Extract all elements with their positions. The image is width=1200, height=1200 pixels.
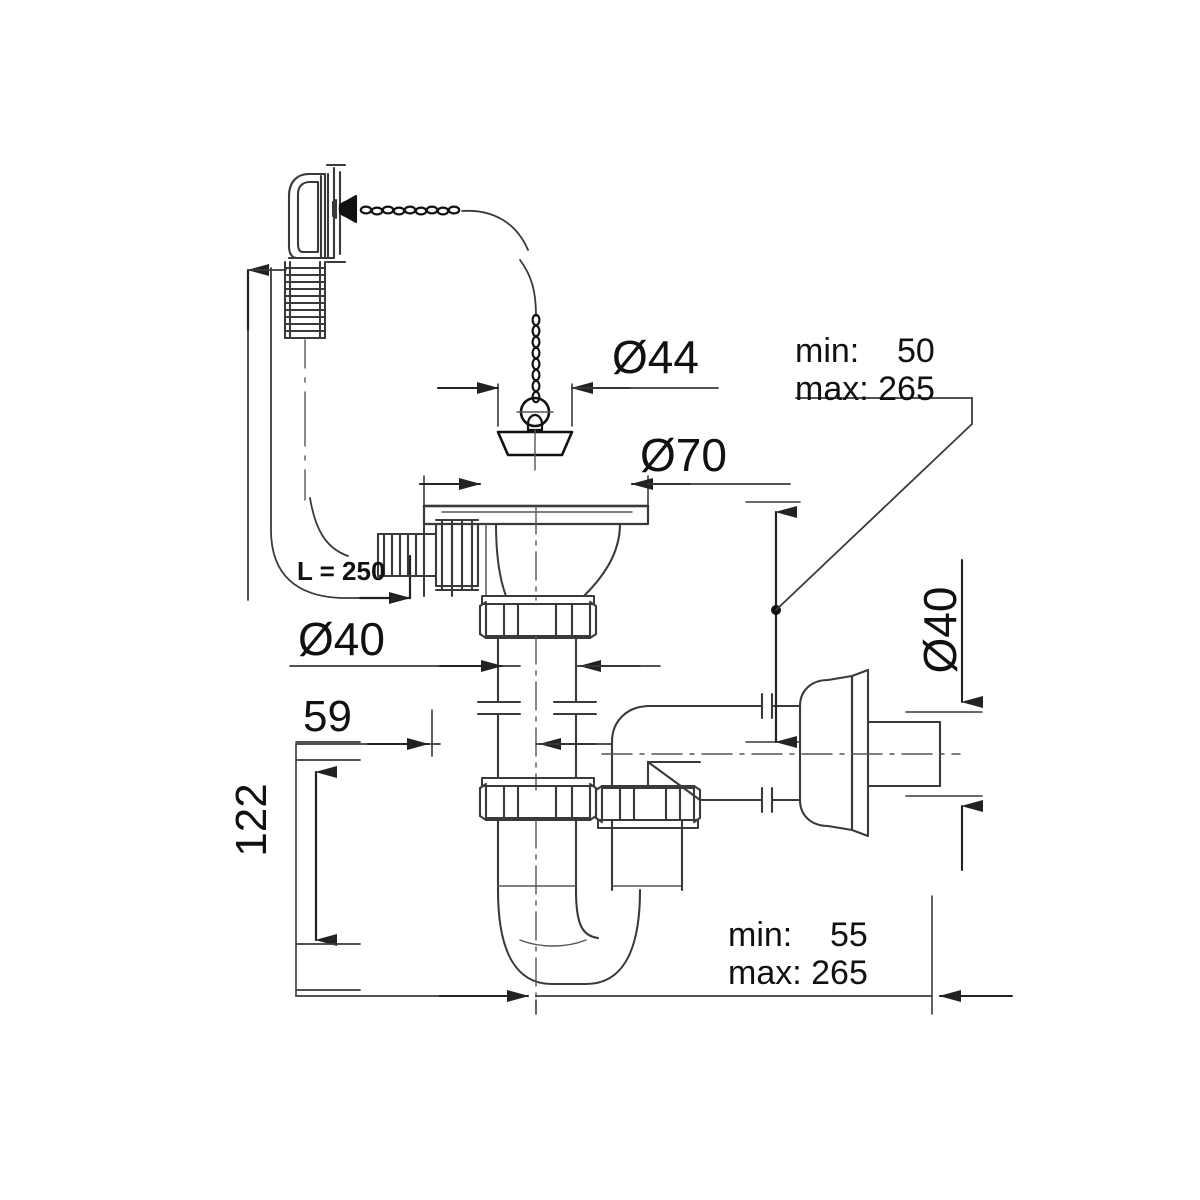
p-trap-u-bend <box>496 818 684 1001</box>
dim-59 <box>295 709 613 757</box>
range-horizontal-min: min: 55 <box>728 916 868 954</box>
dimension-label-plug-diameter: Ø44 <box>612 331 699 383</box>
range-vertical-max: max: 265 <box>795 370 935 408</box>
dimension-label-offset-59: 59 <box>303 692 352 741</box>
overflow-cover-group <box>287 163 358 264</box>
strainer-body-group <box>376 504 650 601</box>
union-nut-middle <box>478 777 598 822</box>
dimension-label-pipe-diameter-left: Ø40 <box>298 613 385 665</box>
dimension-label-hose-length: L = 250 <box>297 556 386 586</box>
sink-plug <box>496 396 574 471</box>
range-horizontal-max: max: 265 <box>728 954 868 992</box>
dimension-label-outlet-diameter-right: Ø40 <box>914 586 966 674</box>
outlet-pipe-group <box>601 668 961 838</box>
dim-min50-max265 <box>745 397 973 748</box>
union-nut-outlet <box>594 784 702 829</box>
dim-dia40-right <box>905 558 983 872</box>
dimension-label-height-122: 122 <box>227 783 276 857</box>
range-vertical-min: min: 50 <box>795 332 935 370</box>
dimension-label-flange-diameter: Ø70 <box>640 429 727 481</box>
dim-min55-max265 <box>295 895 1014 1015</box>
dim-dia44 <box>436 382 719 427</box>
dim-122 <box>295 741 361 997</box>
range-label-vertical: min: 50 max: 265 <box>795 332 935 408</box>
dim-dia70 <box>418 475 791 509</box>
overflow-hose-vertical <box>283 260 327 340</box>
pull-chain <box>359 205 541 404</box>
range-label-horizontal: min: 55 max: 265 <box>728 916 868 992</box>
union-nut-top <box>478 595 598 640</box>
vertical-pipe <box>476 635 598 791</box>
